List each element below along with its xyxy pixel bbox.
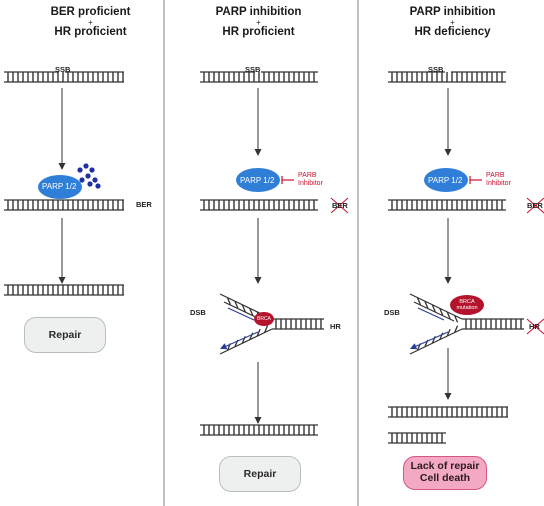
hr-label-2: HR: [330, 322, 341, 331]
broken-dna-lower: [388, 432, 446, 444]
ssb-label-3: SSB: [428, 65, 444, 74]
ber-cross-3: [526, 197, 544, 214]
column-3-title: PARP inhibition + HR deficiency: [362, 6, 543, 39]
brca-line1: BRCA: [459, 299, 475, 305]
parp-enzyme-3: [424, 168, 468, 192]
ber-label-1: BER: [136, 200, 152, 209]
title-line2: HR proficient: [222, 26, 295, 38]
dna-ber-3: [388, 199, 506, 211]
ssb-label-2: SSB: [245, 65, 261, 74]
ssb-label-1: SSB: [55, 65, 71, 74]
ber-cross-2: [330, 197, 349, 214]
dna-ber-1: [4, 199, 124, 211]
plus-sign: +: [256, 18, 261, 27]
dna-ssb-1: [4, 71, 124, 83]
parp-enzyme-2: [236, 168, 280, 192]
parp-enzyme-1: [38, 175, 82, 199]
inhibitor-label-2: PARB Inhibitor: [298, 172, 323, 188]
dna-ssb-2: [200, 71, 318, 83]
outcome-box-2: Repair: [219, 456, 301, 492]
inhibitor-line2: Inhibitor: [298, 180, 323, 187]
brca-label-2: BRCA: [257, 316, 271, 322]
column-1-art: [4, 71, 124, 296]
parp-label-1: PARP 1/2: [42, 182, 77, 191]
brca-protein-2: [254, 312, 274, 326]
plus-sign: +: [88, 18, 93, 27]
parp-label-2: PARP 1/2: [240, 176, 275, 185]
dna-ber-2: [200, 199, 318, 211]
dna-repaired-1: [4, 284, 124, 296]
brca-mutation-protein: [450, 295, 484, 315]
ber-label-2: BER: [332, 201, 348, 210]
dsb-label-3: DSB: [384, 308, 400, 317]
broken-dna-upper: [388, 406, 508, 418]
inhibitor-line1: PARB: [298, 172, 317, 179]
column-2-title: PARP inhibition + HR proficient: [168, 6, 349, 39]
dna-repaired-2: [200, 424, 318, 436]
ber-label-3: BER: [527, 201, 543, 210]
inhibitor-line2: Inhibitor: [486, 180, 511, 187]
replication-fork-3: [409, 293, 524, 355]
parp-label-3: PARP 1/2: [428, 176, 463, 185]
title-line2: HR deficiency: [414, 26, 491, 38]
column-1-title: BER proficient + HR proficient: [0, 6, 181, 39]
brca-line2: mutation: [456, 305, 478, 311]
inhibitor-label-3: PARB Inhibitor: [486, 172, 511, 188]
column-2-art: [200, 71, 349, 436]
inhibitor-symbol-2: [281, 176, 294, 184]
dsb-label-2: DSB: [190, 308, 206, 317]
outcome-box-3: Lack of repair Cell death: [403, 456, 487, 490]
outcome-line2: Cell death: [419, 472, 471, 484]
dna-ssb-3: [388, 71, 506, 83]
replication-fork-2: [219, 293, 324, 355]
outcome-line1: Lack of repair: [410, 460, 480, 472]
inhibitor-symbol-3: [469, 176, 482, 184]
title-line1: PARP inhibition: [409, 6, 496, 18]
inhibitor-line1: PARB: [486, 172, 505, 179]
plus-sign: +: [450, 18, 455, 27]
title-line2: HR proficient: [54, 26, 127, 38]
title-line1: PARP inhibition: [215, 6, 302, 18]
hr-label-3: HR: [529, 322, 540, 331]
title-line1: BER proficient: [50, 6, 131, 18]
dna-broken-3: [388, 406, 508, 444]
hr-cross-3: [526, 318, 544, 335]
brca-mutation-label: BRCA mutation: [452, 299, 482, 311]
outcome-box-1: Repair: [24, 317, 106, 353]
parp-polymer-icon: [73, 163, 101, 189]
column-3-art: [388, 71, 544, 444]
